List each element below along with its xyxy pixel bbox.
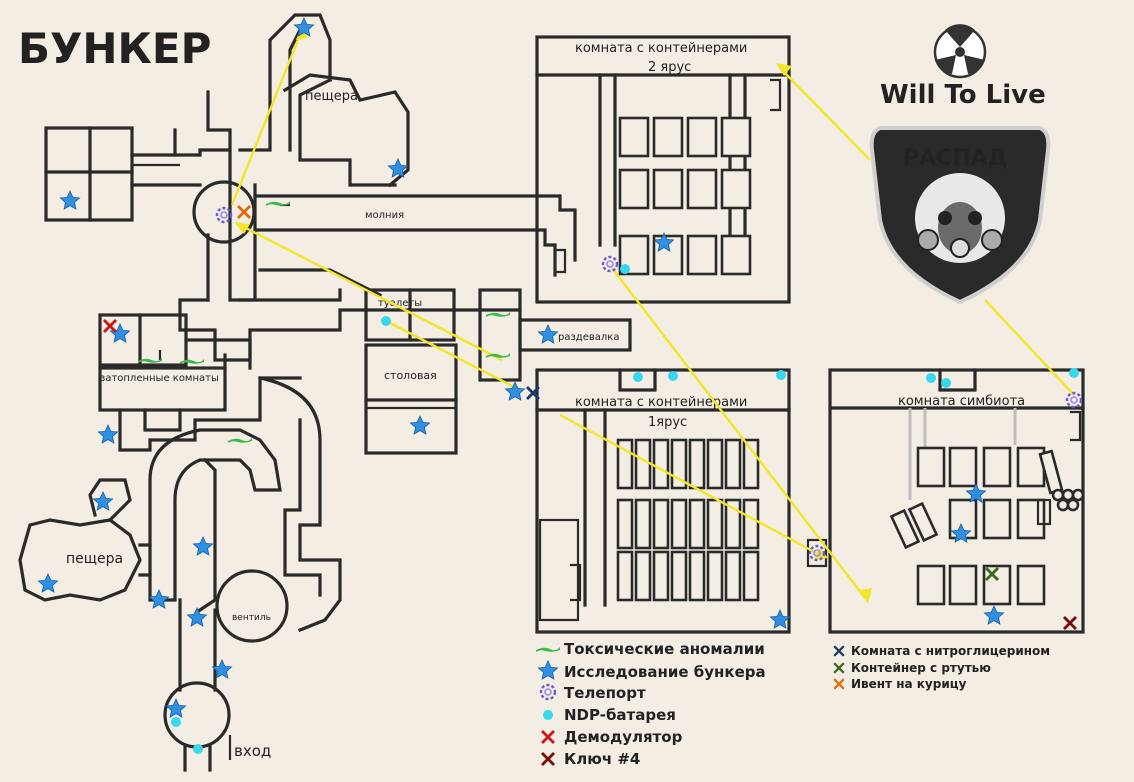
battery-dot-icon (668, 371, 678, 381)
cross-icon (833, 645, 845, 657)
star-icon (93, 491, 113, 511)
star-icon (38, 573, 58, 593)
star-icon (538, 324, 558, 344)
cross-icon (833, 662, 845, 674)
chicken-event-cross-icon (237, 205, 251, 219)
battery-dot-icon (171, 717, 181, 727)
label-cave-left: пещера (66, 551, 123, 567)
legend-left: Токсические аномалии Исследование бункер… (536, 640, 766, 768)
map-title: БУНКЕР (18, 24, 211, 73)
legend-item-label: Комната с нитроглицерином (851, 644, 1050, 658)
label-symbiote-room: комната симбиота (898, 394, 1025, 409)
star-icon (98, 424, 118, 444)
toxic-anomaly-icon (536, 647, 560, 652)
cross-icon (833, 678, 845, 690)
star-icon (60, 190, 80, 210)
teleport-icon (539, 683, 557, 701)
star-icon (186, 607, 208, 627)
star-icon (984, 605, 1004, 625)
brand: Will To Live РАСПАД (869, 24, 1051, 305)
battery-dot-icon (941, 378, 951, 388)
label-cave-top: пещера (305, 89, 358, 104)
label-container-room-1-tier: 1ярус (648, 415, 687, 430)
star-icon (538, 660, 558, 680)
star-icon (192, 536, 214, 556)
key-4-cross-icon (1063, 616, 1077, 630)
cross-icon (541, 752, 555, 766)
toxic-anomaly-icon (228, 438, 252, 443)
battery-dot-icon (776, 370, 786, 380)
left-complex-walls (18, 13, 632, 772)
legend-item-label: Исследование бункера (564, 663, 766, 681)
label-lightning: молния (365, 210, 404, 221)
legend-item-label: Демодулятор (564, 728, 683, 746)
container-rows (616, 438, 760, 602)
legend-item-label: Токсические аномалии (564, 640, 765, 658)
legend-item-label: Контейнер с ртутью (851, 661, 991, 675)
battery-dot-icon (620, 264, 630, 274)
battery-dot-icon (543, 710, 553, 720)
teleport-icon (601, 255, 619, 273)
label-container-room-1: комната с контейнерами (575, 395, 747, 410)
cross-icon (541, 730, 555, 744)
container-room-tier-2 (535, 35, 791, 304)
star-icon (148, 589, 170, 609)
star-icon (409, 415, 431, 435)
star-icon (770, 609, 790, 629)
label-flooded-rooms: затопленные комнаты (100, 373, 219, 384)
symbiote-room (828, 368, 1085, 634)
radiation-logo-icon (933, 24, 987, 79)
room-labels: пещера пещера молния туалеты раздевалка … (66, 41, 1025, 760)
route-arrows (230, 24, 1075, 604)
label-dining-room: столовая (384, 369, 437, 382)
label-container-room-2: комната с контейнерами (575, 41, 747, 56)
teleport-icon (1065, 391, 1083, 409)
raspad-badge-icon (869, 126, 1051, 305)
legend-item-label: Ивент на курицу (851, 677, 967, 691)
container-room-tier-1 (535, 368, 828, 634)
star-icon (110, 323, 131, 343)
battery-dot-icon (1069, 368, 1079, 378)
badge-text: РАСПАД (903, 146, 1007, 171)
label-valve: вентиль (232, 613, 271, 623)
label-container-room-2-tier: 2 ярус (648, 60, 691, 75)
legend-right: Комната с нитроглицерином Контейнер с рт… (833, 644, 1050, 691)
legend-item-label: Ключ #4 (564, 750, 640, 768)
battery-dot-icon (633, 372, 643, 382)
legend-item-label: NDP-батарея (564, 706, 676, 724)
game-name: Will To Live (880, 80, 1046, 110)
label-changing-room: раздевалка (558, 332, 619, 343)
label-entrance: вход (234, 742, 271, 760)
legend-item-label: Телепорт (564, 684, 646, 702)
toxic-anomaly-icon (486, 312, 510, 317)
battery-dot-icon (926, 373, 936, 383)
label-toilets: туалеты (378, 298, 422, 309)
battery-dot-icon (381, 316, 391, 326)
battery-dot-icon (193, 744, 203, 754)
toxic-anomaly-icon (180, 359, 204, 364)
